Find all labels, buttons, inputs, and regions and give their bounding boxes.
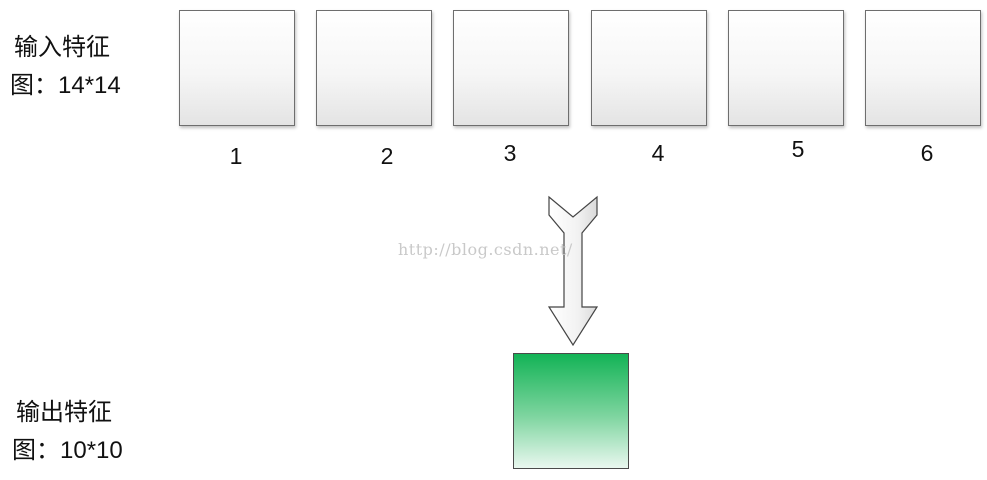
input-map-5 bbox=[728, 10, 844, 126]
watermark-text: http://blog.csdn.net/ bbox=[398, 240, 573, 259]
input-map-index-3: 3 bbox=[503, 140, 517, 166]
input-map-index-1: 1 bbox=[229, 143, 243, 169]
output-feature-map bbox=[513, 353, 629, 469]
output-label-line1: 输出特征 bbox=[16, 398, 112, 426]
down-arrow-icon bbox=[547, 195, 599, 347]
input-map-index-5: 5 bbox=[791, 136, 805, 162]
input-map-6 bbox=[865, 10, 981, 126]
output-size-value: 10*10 bbox=[60, 437, 123, 464]
input-label-line1: 输入特征 bbox=[14, 33, 110, 61]
output-label-line2: 图：10*10 bbox=[12, 431, 123, 470]
input-map-index-4: 4 bbox=[651, 140, 665, 166]
input-map-4 bbox=[591, 10, 707, 126]
input-map-index-2: 2 bbox=[380, 143, 394, 169]
output-feature-map-label: 输出特征 图：10*10 bbox=[12, 393, 123, 470]
input-map-index-6: 6 bbox=[920, 140, 934, 166]
input-size-value: 14*14 bbox=[58, 72, 121, 99]
input-map-2 bbox=[316, 10, 432, 126]
input-label-prefix: 图： bbox=[10, 71, 58, 99]
input-feature-map-label: 输入特征 图：14*14 bbox=[10, 28, 121, 105]
input-map-1 bbox=[179, 10, 295, 126]
input-map-3 bbox=[453, 10, 569, 126]
output-label-prefix: 图： bbox=[12, 436, 60, 464]
input-label-line2: 图：14*14 bbox=[10, 66, 121, 105]
